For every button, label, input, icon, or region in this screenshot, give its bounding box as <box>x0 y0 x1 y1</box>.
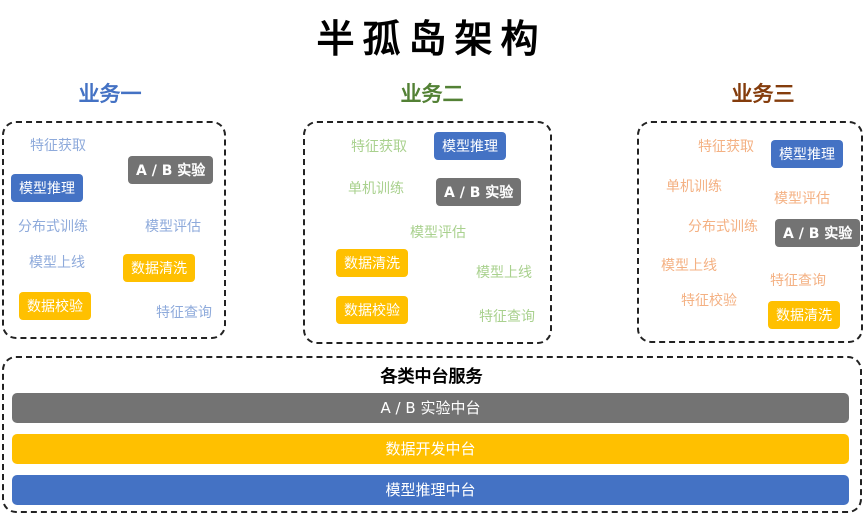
biz2-model-inference: 模型推理 <box>434 132 506 160</box>
biz3-ab-test: A / B 实验 <box>775 219 861 247</box>
biz3-feature-fetch: 特征获取 <box>698 139 754 155</box>
biz2-single-training: 单机训练 <box>348 181 404 197</box>
business-1-title: 业务一 <box>78 82 142 106</box>
biz2-model-online: 模型上线 <box>476 265 532 281</box>
business-2-box <box>303 121 552 344</box>
biz3-single-training: 单机训练 <box>666 179 722 195</box>
biz3-feature-validation: 特征校验 <box>681 293 737 309</box>
biz1-data-validation: 数据校验 <box>19 292 91 320</box>
biz1-feature-fetch: 特征获取 <box>30 138 86 154</box>
biz3-distributed-training: 分布式训练 <box>688 219 758 235</box>
biz2-feature-fetch: 特征获取 <box>351 139 407 155</box>
biz3-data-cleaning: 数据清洗 <box>768 301 840 329</box>
biz2-data-validation: 数据校验 <box>336 296 408 324</box>
biz1-model-inference: 模型推理 <box>11 174 83 202</box>
services-box <box>2 356 862 513</box>
biz2-model-eval: 模型评估 <box>410 225 466 241</box>
page-title: 半孤岛架构 <box>316 17 547 61</box>
biz1-distributed-training: 分布式训练 <box>18 219 88 235</box>
business-1-box <box>2 121 226 339</box>
business-3-box <box>637 121 863 343</box>
biz1-data-cleaning: 数据清洗 <box>123 254 195 282</box>
biz1-ab-test: A / B 实验 <box>128 156 214 184</box>
data-dev-platform-bar: 数据开发中台 <box>12 434 849 464</box>
ab-test-platform-bar: A / B 实验中台 <box>12 393 849 423</box>
biz2-ab-test: A / B 实验 <box>436 178 522 206</box>
biz2-feature-query: 特征查询 <box>479 309 535 325</box>
business-3-title: 业务三 <box>731 82 795 106</box>
model-inference-platform-bar: 模型推理中台 <box>12 475 849 505</box>
biz3-model-eval: 模型评估 <box>774 191 830 207</box>
biz2-data-cleaning: 数据清洗 <box>336 249 408 277</box>
biz1-model-online: 模型上线 <box>29 255 85 271</box>
services-title: 各类中台服务 <box>380 367 483 387</box>
biz3-model-inference: 模型推理 <box>771 140 843 168</box>
biz3-feature-query: 特征查询 <box>770 273 826 289</box>
business-2-title: 业务二 <box>400 82 464 106</box>
biz1-model-eval: 模型评估 <box>145 219 201 235</box>
biz1-feature-query: 特征查询 <box>156 305 212 321</box>
biz3-model-online: 模型上线 <box>661 258 717 274</box>
